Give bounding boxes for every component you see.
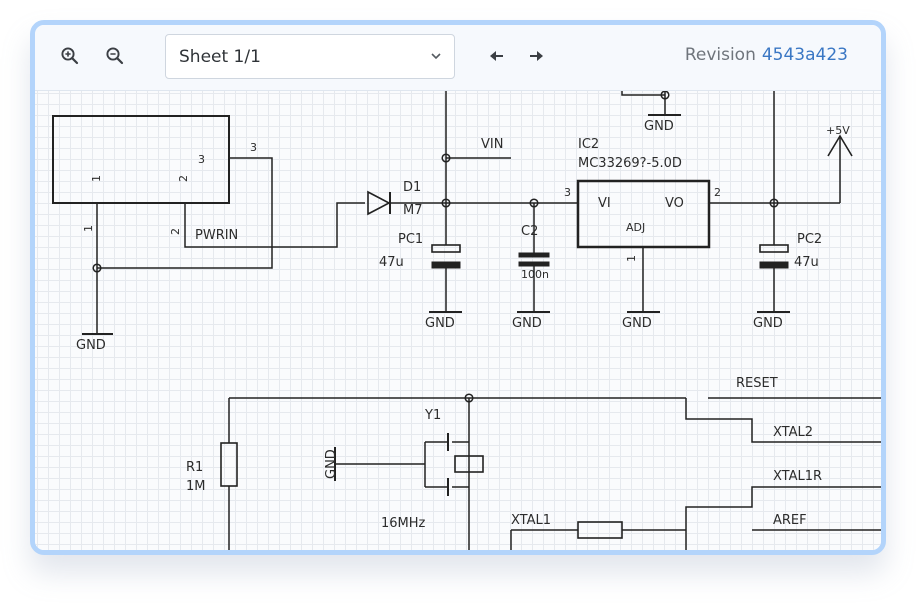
gnd-label: GND	[425, 316, 455, 331]
junction-dot	[660, 91, 670, 100]
capacitor-c2	[518, 252, 550, 258]
diode-d1-symbol	[367, 190, 391, 216]
part-value-c2: 100n	[521, 268, 549, 281]
part-ref-ic2: IC2	[578, 137, 599, 152]
sheet-select-value: Sheet 1/1	[179, 46, 261, 67]
net-label-xtal1: XTAL1	[511, 513, 551, 528]
arrow-right-icon	[530, 51, 543, 61]
gnd-label: GND	[76, 338, 106, 353]
zoom-out-icon	[106, 47, 124, 65]
ic2-pin-vo: VO	[665, 196, 684, 211]
junction-dot	[464, 393, 474, 403]
net-label-aref: AREF	[773, 513, 807, 528]
gnd-label: GND	[324, 449, 339, 479]
crystal-y1	[454, 455, 484, 473]
wire-connector-pin3	[97, 157, 273, 269]
pin-number: 2	[714, 186, 721, 199]
pin-number: 3	[250, 141, 257, 154]
power-connector-body	[52, 115, 230, 204]
zoom-in-button[interactable]	[57, 43, 83, 69]
supply-5v-symbol	[827, 134, 853, 157]
resistor-r1	[220, 442, 238, 487]
gnd-label: GND	[622, 316, 652, 331]
capacitor-pc1	[431, 244, 461, 253]
net-label-vin: VIN	[481, 137, 503, 152]
gnd-label: GND	[753, 316, 783, 331]
supply-label-5v: +5V	[826, 124, 850, 137]
part-ref-pc2: PC2	[797, 232, 822, 247]
ic2-pin-adj: ADJ	[626, 221, 645, 234]
resistor-xtal1	[577, 521, 623, 539]
part-ref-r1: R1	[186, 460, 203, 475]
part-ref-y1: Y1	[424, 408, 441, 423]
part-value-pc2: 47u	[794, 255, 819, 270]
regulator-ic2-body	[576, 179, 711, 249]
revision-hash-link[interactable]: 4543a423	[761, 45, 848, 65]
part-value-y1: 16MHz	[381, 516, 426, 531]
pin-number: 2	[169, 228, 182, 235]
part-value-d1: M7	[403, 203, 423, 218]
schematic-canvas[interactable]: 3 3 1 2 1 2 PWRIN GND VIN D1 M7 PC1 47u …	[35, 91, 881, 550]
gnd-label: GND	[644, 119, 674, 134]
junction-dot	[441, 153, 451, 163]
part-ref-d1: D1	[403, 180, 421, 195]
junction-dot	[769, 198, 779, 208]
junction-dot	[92, 263, 102, 273]
previous-sheet-button[interactable]	[484, 43, 510, 69]
zoom-in-icon	[61, 47, 79, 65]
pin-number: 2	[177, 175, 190, 182]
gnd-label: GND	[512, 316, 542, 331]
chevron-down-icon	[431, 53, 441, 60]
part-value-pc1: 47u	[379, 255, 404, 270]
net-label-pwrin: PWRIN	[195, 228, 238, 243]
schematic-drawing: 3 3 1 2 1 2 PWRIN GND VIN D1 M7 PC1 47u …	[52, 91, 881, 550]
part-value-r1: 1M	[186, 479, 206, 494]
net-label-xtal2: XTAL2	[773, 425, 813, 440]
part-value-ic2: MC33269?-5.0D	[578, 156, 682, 171]
pin-number: 3	[198, 153, 205, 166]
net-label-reset: RESET	[736, 376, 778, 391]
next-sheet-button[interactable]	[523, 43, 549, 69]
pin-number: 1	[90, 175, 103, 182]
pin-number: 3	[564, 186, 571, 199]
sheet-select[interactable]: Sheet 1/1	[165, 34, 455, 79]
part-ref-c2: C2	[521, 224, 538, 239]
wire-pwrin	[184, 202, 365, 248]
junction-dot	[441, 198, 451, 208]
capacitor-pc2	[759, 244, 789, 253]
junction-dot	[529, 198, 539, 208]
zoom-out-button[interactable]	[102, 43, 128, 69]
ic2-pin-vi: VI	[598, 196, 611, 211]
pin-number: 1	[82, 225, 95, 232]
revision-label: Revision	[684, 45, 756, 65]
part-ref-pc1: PC1	[398, 232, 423, 247]
pin-number: 1	[625, 255, 638, 262]
arrow-left-icon	[490, 51, 503, 61]
net-label-xtal1r: XTAL1R	[773, 469, 822, 484]
